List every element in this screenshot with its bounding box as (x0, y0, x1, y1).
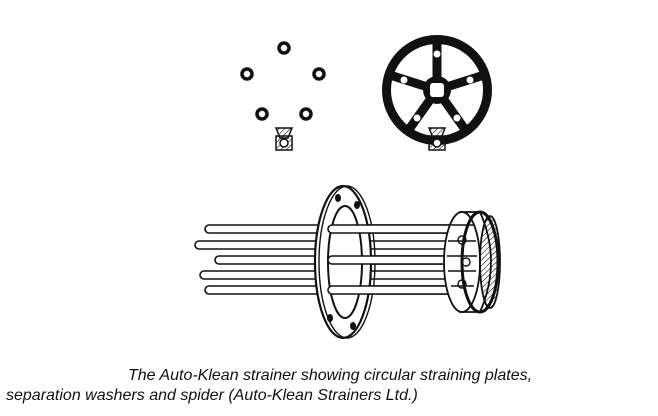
washer (277, 41, 291, 55)
spider-rods-front (327, 224, 464, 295)
washer (312, 67, 326, 81)
figure-caption-line-2: separation washers and spider (Auto-Klea… (6, 387, 418, 404)
figure-caption-line-1: The Auto-Klean strainer showing circular… (128, 367, 533, 384)
separation-washers (240, 41, 326, 121)
straining-plate (382, 35, 492, 151)
washer (240, 67, 254, 81)
washer (255, 107, 269, 121)
spider-end-cap (443, 210, 501, 314)
washer (299, 107, 313, 121)
washer-lug (274, 127, 294, 151)
